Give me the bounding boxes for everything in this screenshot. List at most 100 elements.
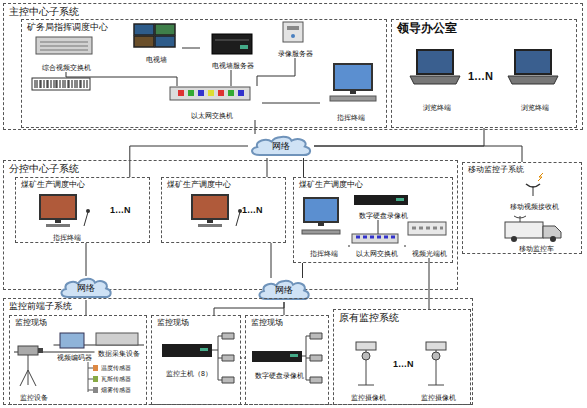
device-node: 指挥终端 <box>28 194 106 242</box>
device-node: 数据采集设备 <box>94 332 144 358</box>
device-node: 浏览终端 <box>402 48 472 112</box>
dvr-icon <box>162 195 408 362</box>
node-label: 数据采集设备 <box>97 350 141 358</box>
group-box: 煤矿生产调度中心指挥终端 数字硬盘录像机以太网交换机 视频光端机 <box>293 177 453 263</box>
connector <box>271 243 272 278</box>
node-label: 浏览终端 <box>422 104 452 112</box>
dispatch-terminal-icon <box>40 195 340 234</box>
group-box: 煤矿生产调度中心 <box>161 177 286 243</box>
video-matrix-icon <box>36 37 92 54</box>
group-title: 领导办公室 <box>396 22 458 36</box>
group-box: 监控现场监控主机（8） <box>151 315 241 405</box>
group-title: 监控现场 <box>14 318 48 327</box>
group-title: 监控现场 <box>250 318 284 327</box>
note-label: 1…N <box>393 360 414 370</box>
device-node: 数字硬盘录像机 <box>250 350 308 380</box>
node-label: 综合视频交换机 <box>41 64 92 72</box>
group-title: 矿务局指挥调度中心 <box>26 22 109 32</box>
node-label: 监控摄像机 <box>420 394 457 402</box>
device-node: 数字硬盘录像机 <box>352 194 414 220</box>
barcode-rack-icon <box>32 78 90 90</box>
connector <box>257 58 295 86</box>
device-node: 电视墙 <box>130 24 182 64</box>
device-node: 监控主机（8） <box>158 342 220 378</box>
device-node: 浏览终端 <box>500 48 570 112</box>
group-title: 分控中心子系统 <box>8 163 80 175</box>
note-label: 瓦斯传感器 <box>101 376 131 383</box>
connector <box>302 263 303 278</box>
node-label: 指挥终端 <box>336 114 366 122</box>
site-cameras <box>212 333 322 383</box>
device-node: 移动监控车 <box>493 215 579 253</box>
node-label: 数字硬盘录像机 <box>358 212 409 220</box>
small-switch-icon <box>352 222 446 243</box>
command-terminal-icon <box>330 64 376 101</box>
connector <box>284 302 285 315</box>
group-box: 监控现场数字硬盘录像机 <box>245 315 329 405</box>
node-label: 网络 <box>77 283 95 293</box>
note-label: 1…N <box>468 70 493 82</box>
connector <box>314 128 484 146</box>
connector <box>429 258 430 309</box>
device-node: 电视墙服务器 <box>200 32 266 70</box>
laptop-icon <box>410 50 558 84</box>
group-box: 分控中心子系统煤矿生产调度中心指挥终端 煤矿生产调度中心 煤矿生产调度中心指挥终端 数… <box>3 160 458 290</box>
connector <box>262 103 320 104</box>
node-label: 数字硬盘录像机 <box>254 372 305 380</box>
group-title: 煤矿生产调度中心 <box>298 180 364 189</box>
network-cloud: 网络 <box>58 276 114 300</box>
group-title: 监控现场 <box>156 318 190 327</box>
device-node: 视频编码器 <box>54 332 95 362</box>
note-label: 烟雾传感器 <box>101 387 131 394</box>
ethernet-switch-icon <box>170 87 250 100</box>
group-title: 煤矿生产调度中心 <box>166 180 232 189</box>
connector <box>130 146 248 177</box>
node-label: 指挥终端 <box>309 250 339 258</box>
connector <box>378 220 379 234</box>
device-node: 监控摄像机 <box>342 342 394 402</box>
group-title: 监控前端子系统 <box>8 301 73 311</box>
device-node: 监控摄像机 <box>412 342 464 402</box>
connector <box>348 246 350 247</box>
node-label: 电视墙服务器 <box>211 62 255 70</box>
group-title: 移动监控子系统 <box>467 165 525 174</box>
node-label: 电视墙 <box>145 56 168 64</box>
recording-server-icon <box>283 22 303 42</box>
group-box: 移动监控子系统移动视频接收机移动监控车 <box>462 162 582 254</box>
connector <box>214 302 284 315</box>
node-label: 视频光端机 <box>411 250 448 258</box>
device-node: 录像服务器 <box>264 22 326 58</box>
device-node: 监控设备 <box>14 342 54 402</box>
device-node: 移动视频接收机 <box>491 179 577 211</box>
connector <box>231 70 232 86</box>
node-label: 视频编码器 <box>56 354 93 362</box>
mobile-icons <box>505 173 561 242</box>
device-node: 以太网交换机 <box>350 234 404 258</box>
connector <box>86 300 87 315</box>
group-box: 主控中心子系统矿务局指挥调度中心综合视频交换机 电视墙电视墙服务器 录像服务器以太网… <box>3 3 583 130</box>
node-label: 监控主机（8） <box>165 370 213 378</box>
device-node: 视频光端机 <box>406 222 452 258</box>
node-label: 以太网交换机 <box>355 250 399 258</box>
group-box: 原有监控系统监控摄像机监控摄像机 <box>333 309 471 405</box>
group-box: 监控前端子系统监控现场监控设备视频编码器数据采集设备监控现场监控主机（8）监控现… <box>3 298 473 405</box>
network-cloud: 网络 <box>248 134 314 158</box>
connector <box>182 48 200 49</box>
tv-wall-icon <box>134 24 175 47</box>
node-label: 网络 <box>275 285 293 295</box>
connector <box>86 243 87 276</box>
node-label: 录像服务器 <box>277 50 314 58</box>
group-title: 主控中心子系统 <box>8 6 80 18</box>
device-node: 指挥终端 <box>320 64 382 122</box>
note-label: 1…N <box>110 206 131 216</box>
node-label: 监控设备 <box>19 394 49 402</box>
group-title: 煤矿生产调度中心 <box>20 180 86 189</box>
node-label: 监控摄像机 <box>350 394 387 402</box>
node-label: 以太网交换机 <box>190 112 234 120</box>
connector <box>404 246 406 247</box>
legacy-cameras <box>356 342 446 385</box>
note-label: 温度传感器 <box>101 365 131 372</box>
group-box: 矿务局指挥调度中心综合视频交换机 电视墙电视墙服务器 录像服务器以太网交换机 指挥终端 <box>21 19 387 128</box>
node-label: 指挥终端 <box>52 234 82 242</box>
node-label: 网络 <box>272 141 290 151</box>
